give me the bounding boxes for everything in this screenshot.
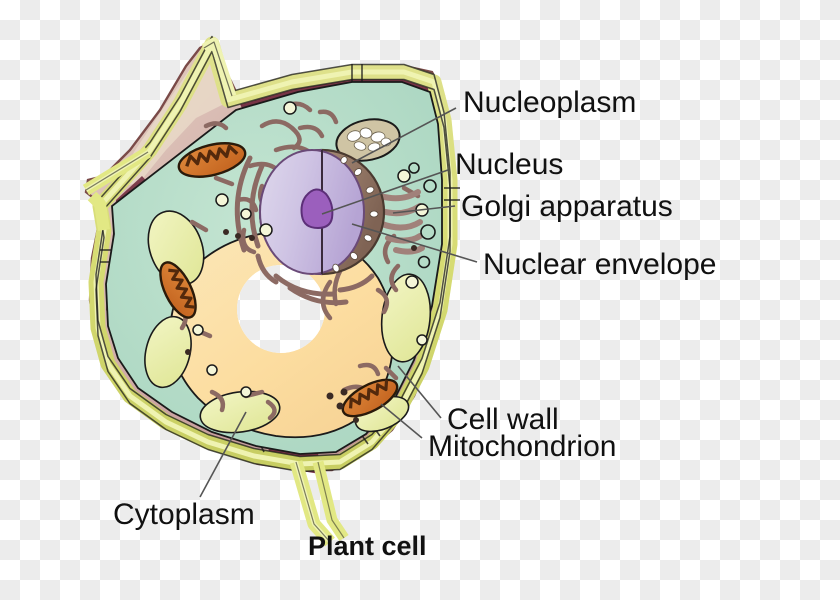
leader-cell-wall bbox=[397, 365, 442, 419]
label-nucleus: Nucleus bbox=[455, 148, 564, 181]
leader-golgi bbox=[392, 205, 456, 214]
perinuclear-er bbox=[234, 155, 375, 306]
cell-wall bbox=[82, 35, 458, 547]
mitochondrion bbox=[159, 142, 399, 418]
golgi-vesicle bbox=[408, 162, 437, 269]
label-golgi-apparatus: Golgi apparatus bbox=[461, 190, 673, 223]
nuclear-pores bbox=[332, 156, 379, 273]
nucleolus bbox=[300, 188, 334, 230]
leader-cytoplasm bbox=[199, 411, 247, 498]
leader-lines bbox=[199, 107, 478, 498]
leader-nuclear-envelope bbox=[351, 223, 478, 263]
amyloplast bbox=[335, 118, 401, 162]
leader-mitochondrion bbox=[380, 403, 423, 439]
label-cell-wall: Cell wall bbox=[447, 403, 559, 436]
label-nucleoplasm: Nucleoplasm bbox=[463, 86, 637, 119]
leader-nucleus bbox=[321, 169, 449, 215]
label-nuclear-envelope: Nuclear envelope bbox=[483, 248, 717, 281]
ribosomes bbox=[185, 101, 429, 423]
diagram-title: Plant cell bbox=[308, 531, 427, 561]
label-cytoplasm: Cytoplasm bbox=[113, 498, 255, 531]
nucleus bbox=[258, 148, 386, 276]
leader-nucleoplasm bbox=[351, 107, 457, 164]
label-mitochondrion: Mitochondrion bbox=[428, 430, 617, 463]
